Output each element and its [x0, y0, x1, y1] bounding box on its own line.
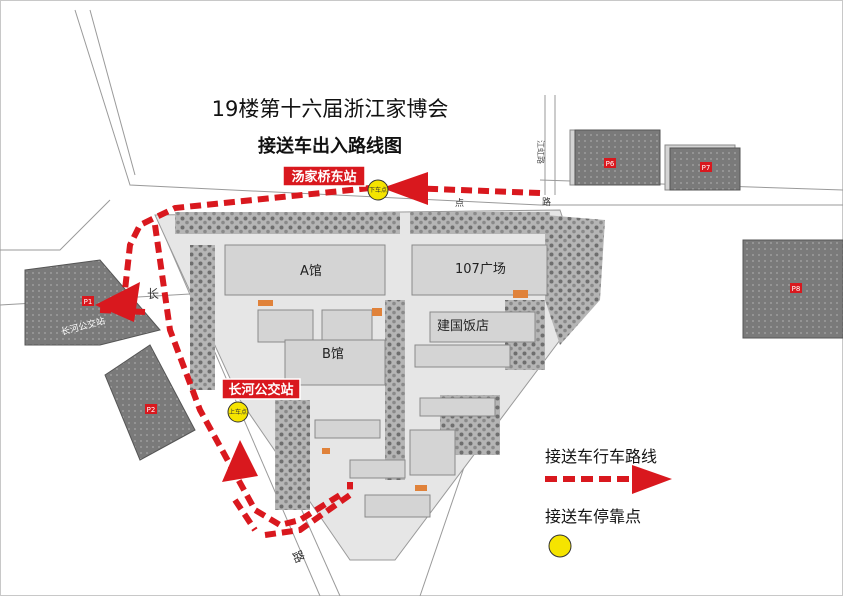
building-hotel	[429, 311, 536, 343]
building-small-1	[257, 309, 314, 343]
building-block	[409, 429, 456, 476]
map-title: 19楼第十六届浙江家博会	[212, 97, 449, 121]
legend-stop-dot	[548, 534, 572, 558]
building-row-1	[419, 397, 496, 417]
station-changhe: 长河公交站	[228, 382, 293, 398]
dropoff-stop	[367, 179, 389, 201]
building-row-3	[349, 459, 406, 479]
building-hotel-annex	[414, 344, 511, 368]
hall-b-label: B馆	[322, 347, 344, 362]
road-jianghong: 江虹路	[536, 140, 546, 164]
arrow-west	[382, 172, 428, 205]
pickup-label: 上车点	[229, 408, 247, 416]
p2-badge: P2	[147, 406, 156, 414]
dropoff-label: 下车点	[369, 186, 387, 194]
arrow-p1	[95, 282, 140, 322]
hotel-label: 建国饭店	[437, 319, 489, 334]
route-arrows	[95, 172, 428, 482]
road-char-lu-2: 路	[542, 196, 551, 208]
map-subtitle: 接送车出入路线图	[258, 135, 402, 157]
building-hall-a	[224, 244, 386, 296]
building-plaza	[411, 244, 548, 296]
tree-belts	[175, 212, 605, 510]
legend-route-label: 接送车行车路线	[545, 447, 657, 466]
building-hall-b	[284, 339, 386, 386]
parking-badges: P1 P2 P6 P7 P8	[82, 158, 802, 414]
p1-badge: P1	[84, 298, 93, 306]
p8-badge: P8	[792, 285, 801, 293]
stops: 下车点 上车点	[227, 179, 389, 423]
p7-badge: P7	[702, 164, 711, 172]
station-callouts: 汤家桥东站 长河公交站	[221, 165, 366, 400]
pickup-stop	[227, 401, 249, 423]
parking-p2	[104, 344, 196, 461]
hall-a-label: A馆	[300, 264, 322, 279]
legend: 接送车行车路线 接送车停靠点	[545, 447, 672, 558]
p6-badge: P6	[606, 160, 615, 168]
arrow-north	[222, 440, 258, 482]
building-small-2	[321, 309, 373, 341]
parking-p6	[574, 129, 661, 186]
orange-markers	[258, 290, 528, 491]
parking-lots	[24, 129, 843, 461]
station-tangjiaqiao: 汤家桥东站	[291, 169, 356, 185]
plaza-label: 107广场	[455, 262, 506, 277]
building-south	[364, 494, 431, 518]
legend-route-arrow	[632, 465, 672, 494]
road-char-chang: 长	[147, 287, 159, 301]
road-char-lu: 路	[289, 548, 308, 565]
building-row-2	[314, 419, 381, 439]
road-char-dian: 点	[455, 198, 464, 209]
legend-stop-label: 接送车停靠点	[545, 507, 641, 526]
